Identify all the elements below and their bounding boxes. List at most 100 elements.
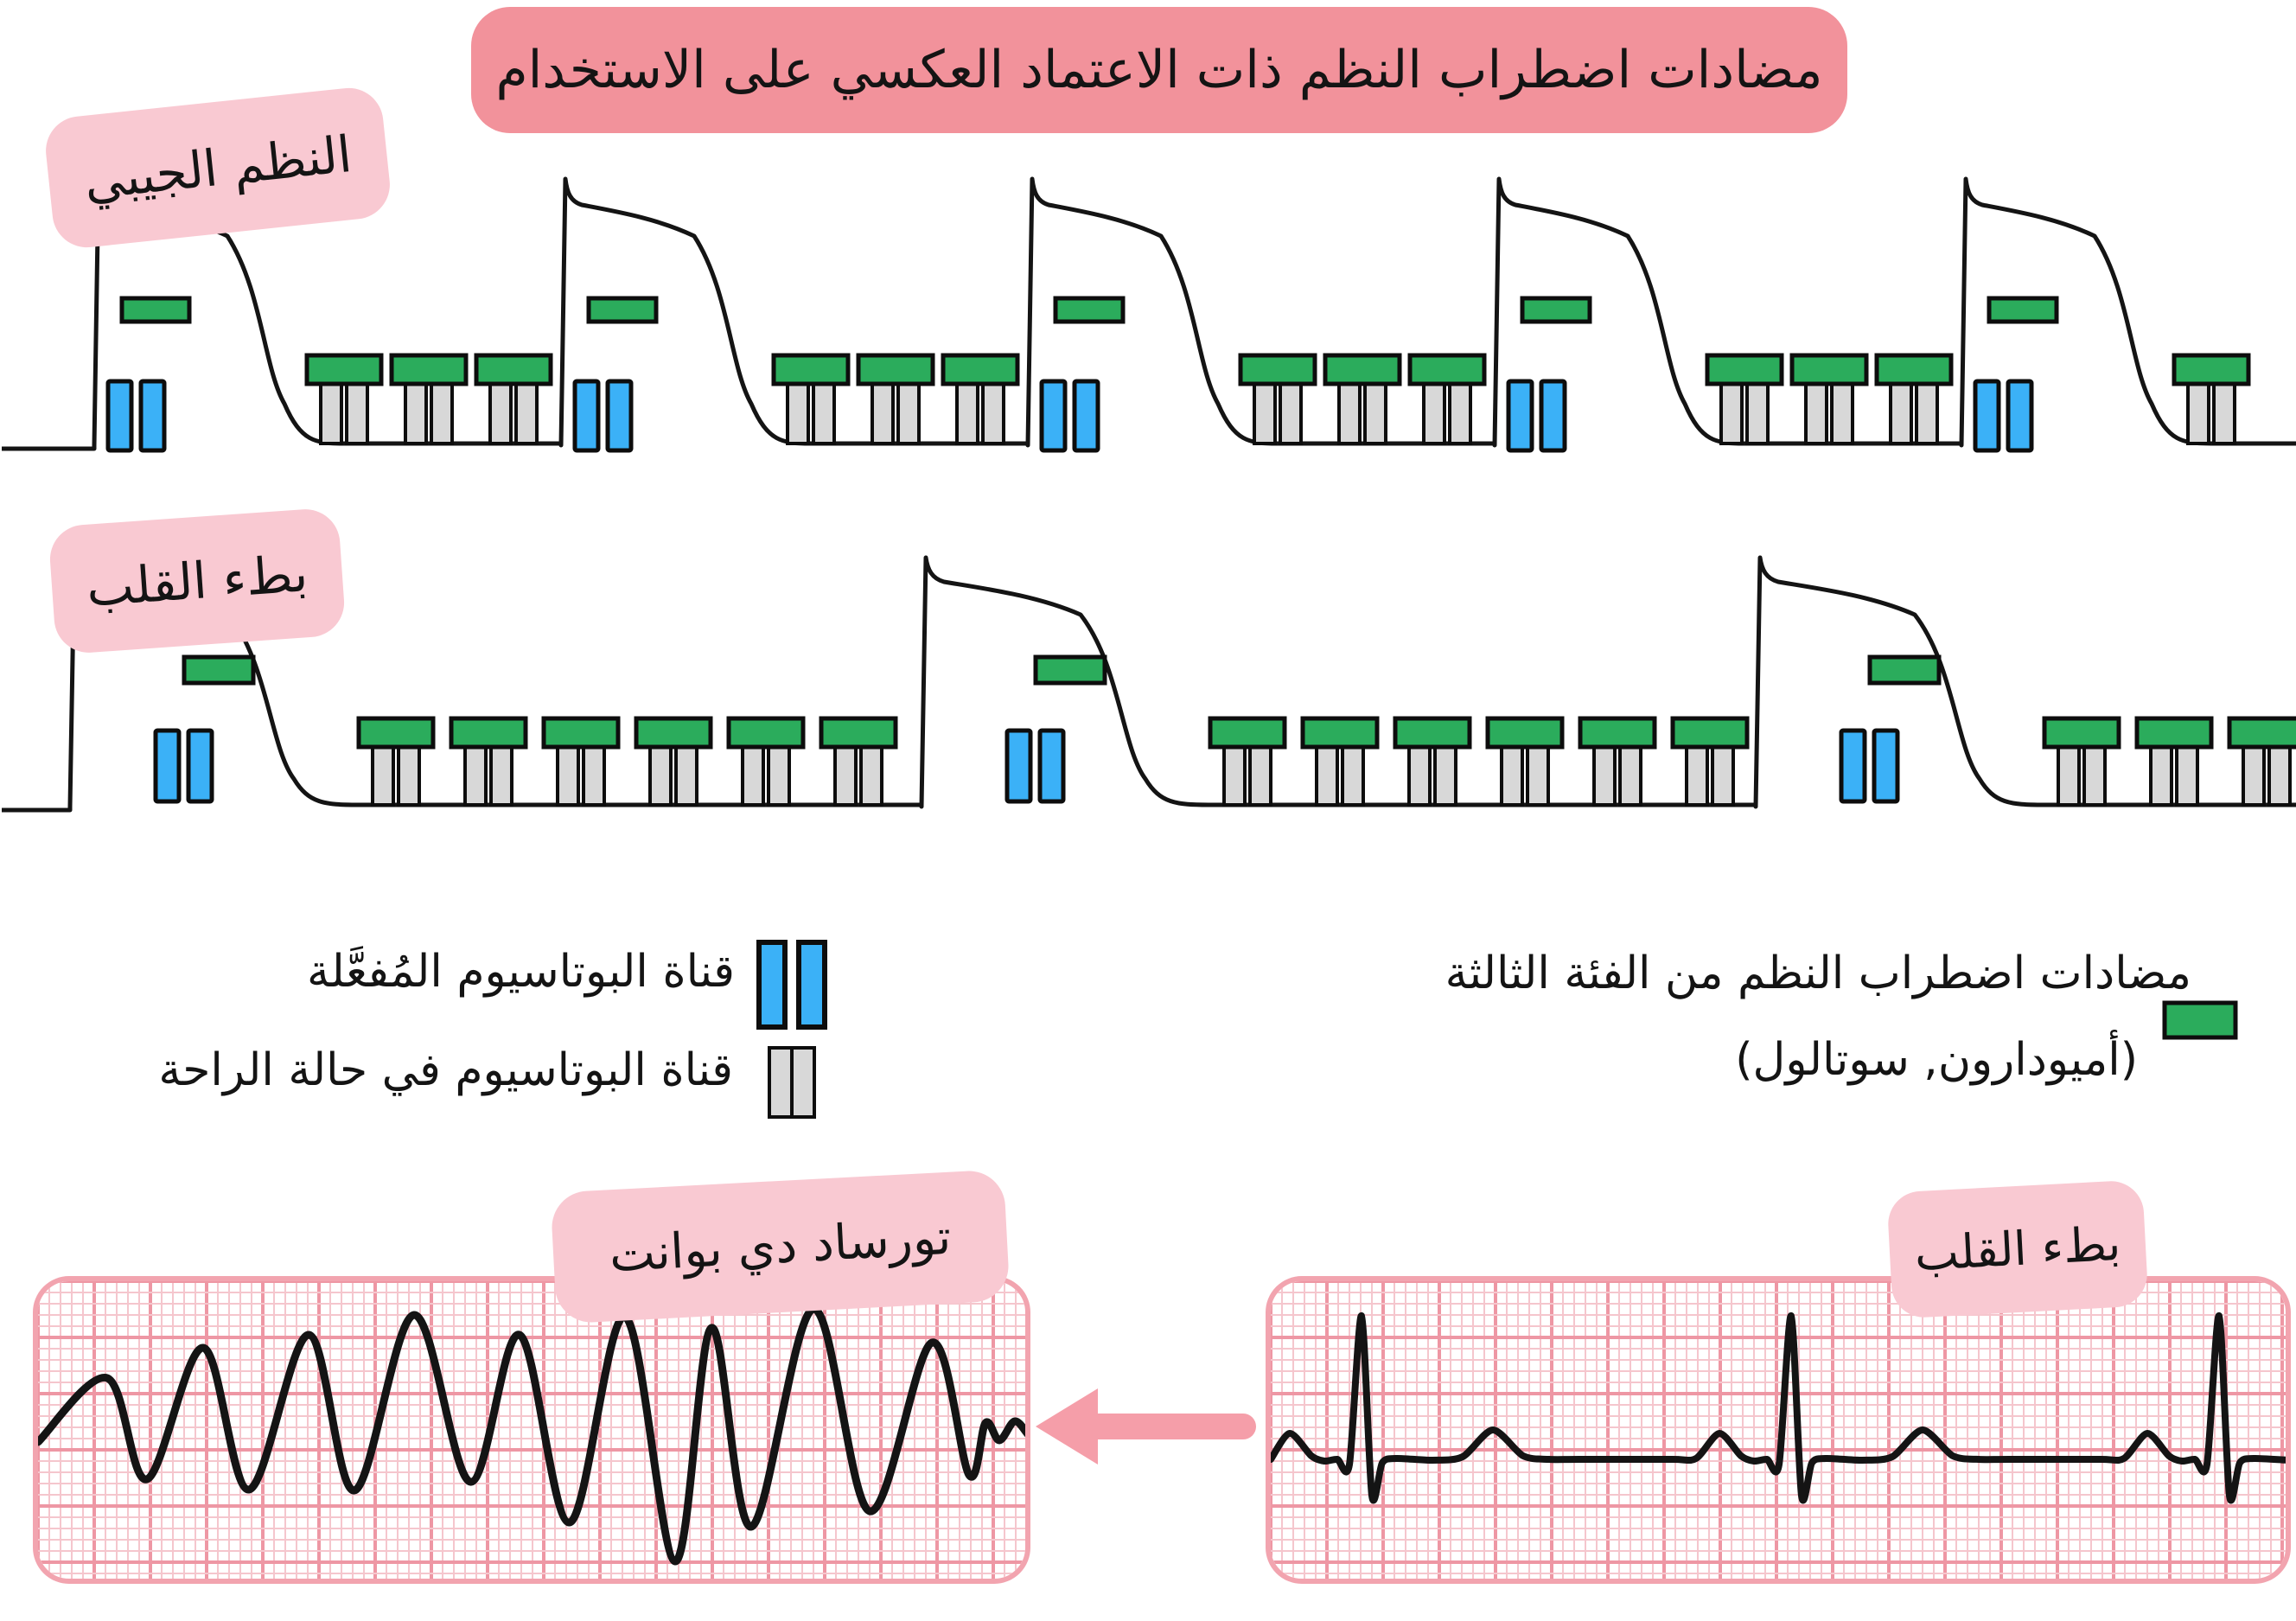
resting-potassium-channel xyxy=(2057,743,2081,807)
resting-potassium-channel xyxy=(582,743,606,807)
sinus-rhythm-label-text: النظم الجيبي xyxy=(81,124,354,211)
class3-drug-icon xyxy=(2162,1000,2238,1040)
resting-potassium-channel xyxy=(1526,743,1550,807)
activated-potassium-channel xyxy=(1973,379,2001,453)
resting-potassium-channel xyxy=(1915,380,1939,445)
resting-potassium-channel xyxy=(674,743,698,807)
resting-potassium-channel xyxy=(1341,743,1365,807)
torsades-ecg-strip xyxy=(33,1276,1030,1584)
resting-potassium-channel xyxy=(1500,743,1524,807)
drug-bound-channel-cap xyxy=(474,353,553,386)
page-title: مضادات اضطراب النظم ذات الاعتماد العكسي … xyxy=(495,39,1823,100)
drug-bound-channel-cap xyxy=(819,716,898,750)
resting-potassium-channel xyxy=(2242,743,2266,807)
resting-potassium-channel xyxy=(1337,380,1362,445)
drug-bound-channel-cap xyxy=(634,716,713,750)
drug-bound-channel-cap xyxy=(726,716,806,750)
resting-potassium-channel xyxy=(1222,743,1247,807)
resting-potassium-channel xyxy=(1279,380,1303,445)
activated-potassium-channel xyxy=(572,379,601,453)
resting-potassium-channel xyxy=(1804,380,1828,445)
resting-potassium-channel xyxy=(2175,743,2199,807)
legend-class3-line1: مضادات اضطراب النظم من الفئة الثالثة xyxy=(1445,948,2191,999)
resting-potassium-channel xyxy=(896,380,921,445)
legend-class3-line1-text: مضادات اضطراب النظم من الفئة الثالثة xyxy=(1445,948,2191,999)
activated-potassium-channel xyxy=(153,728,182,804)
resting-potassium-channel xyxy=(404,380,428,445)
resting-potassium-channel xyxy=(1711,743,1735,807)
resting-potassium-channel xyxy=(430,380,454,445)
drug-bound-channel-cap xyxy=(356,716,436,750)
drug-bound-channel-cap xyxy=(389,353,469,386)
legend-blue-bar xyxy=(756,940,788,1030)
activated-potassium-channel xyxy=(1072,379,1100,453)
resting-potassium-channel xyxy=(981,380,1005,445)
torsades-label: تورساد دي بوانت xyxy=(550,1169,1011,1324)
resting-potassium-channel xyxy=(2186,380,2210,445)
free-class3-drug-bar xyxy=(1033,654,1107,686)
drug-bound-channel-cap xyxy=(541,716,621,750)
bradycardia-ecg-label-text: بطء القلب xyxy=(1913,1216,2122,1282)
drug-bound-channel-cap xyxy=(304,353,384,386)
activated-potassium-channel-icon xyxy=(756,940,827,1030)
resting-potassium-channel xyxy=(2212,380,2236,445)
legend-resting-channel-text: قناة البوتاسيوم في حالة الراحة xyxy=(158,1044,733,1096)
legend-gray-bar xyxy=(790,1046,816,1119)
activated-potassium-channel xyxy=(1004,728,1033,804)
torsades-label-text: تورساد دي بوانت xyxy=(608,1209,953,1284)
resting-potassium-channel xyxy=(463,743,488,807)
resting-potassium-channel xyxy=(1745,380,1770,445)
sinus-rhythm-diagram xyxy=(2,176,2296,453)
resting-potassium-channel xyxy=(1433,743,1457,807)
activated-potassium-channel xyxy=(605,379,634,453)
bradycardia-trace xyxy=(1271,1311,2286,1504)
bradycardia-label-text: بطء القلب xyxy=(84,543,310,618)
resting-potassium-channel xyxy=(1685,743,1709,807)
legend-gray-bar xyxy=(768,1046,794,1119)
bradycardia-label: بطء القلب xyxy=(48,507,347,655)
activated-potassium-channel xyxy=(1037,728,1066,804)
resting-potassium-channel xyxy=(1253,380,1277,445)
resting-potassium-channel xyxy=(2082,743,2107,807)
drug-bound-channel-cap xyxy=(1670,716,1750,750)
free-class3-drug-bar xyxy=(182,654,256,686)
resting-potassium-channel xyxy=(859,743,883,807)
resting-potassium-channel xyxy=(345,380,369,445)
drug-bound-channel-cap xyxy=(856,353,935,386)
action-potential-curve xyxy=(2,555,2296,813)
activated-potassium-channel xyxy=(138,379,167,453)
activated-potassium-channel xyxy=(1839,728,1867,804)
activated-potassium-channel xyxy=(105,379,134,453)
free-class3-drug-bar xyxy=(1053,296,1126,324)
drug-bound-channel-cap xyxy=(2042,716,2121,750)
activated-potassium-channel xyxy=(1539,379,1567,453)
legend-class3-line2: (أميودارون, سوتالول) xyxy=(1735,1034,2138,1086)
bradycardia-ecg-plot xyxy=(1271,1281,2286,1579)
free-class3-drug-bar xyxy=(1867,654,1942,686)
resting-potassium-channel xyxy=(1422,380,1446,445)
drug-bound-channel-cap xyxy=(2227,716,2296,750)
resting-potassium-channel xyxy=(812,380,836,445)
legend-activated-channel-label: قناة البوتاسيوم المُفعَّلة xyxy=(307,946,735,998)
drug-bound-channel-cap xyxy=(941,353,1020,386)
resting-potassium-channel xyxy=(514,380,539,445)
free-class3-drug-bar xyxy=(119,296,192,324)
drug-bound-channel-cap xyxy=(1238,353,1317,386)
resting-potassium-channel xyxy=(371,743,395,807)
free-class3-drug-bar xyxy=(1987,296,2059,324)
resting-potassium-channel xyxy=(2267,743,2292,807)
activated-potassium-channel xyxy=(186,728,214,804)
resting-potassium-channel xyxy=(871,380,895,445)
drug-bound-channel-cap xyxy=(771,353,851,386)
resting-potassium-channel xyxy=(1889,380,1913,445)
resting-potassium-channel xyxy=(1363,380,1387,445)
resting-potassium-channel xyxy=(1248,743,1272,807)
drug-bound-channel-cap xyxy=(1208,716,1287,750)
resting-potassium-channel-icon xyxy=(768,1046,816,1119)
legend-class3-line2-text: (أميودارون, سوتالول) xyxy=(1735,1034,2138,1086)
activated-potassium-channel xyxy=(1872,728,1900,804)
drug-bound-channel-cap xyxy=(1300,716,1380,750)
resting-potassium-channel xyxy=(833,743,858,807)
action-potential-curve xyxy=(2,176,2296,451)
